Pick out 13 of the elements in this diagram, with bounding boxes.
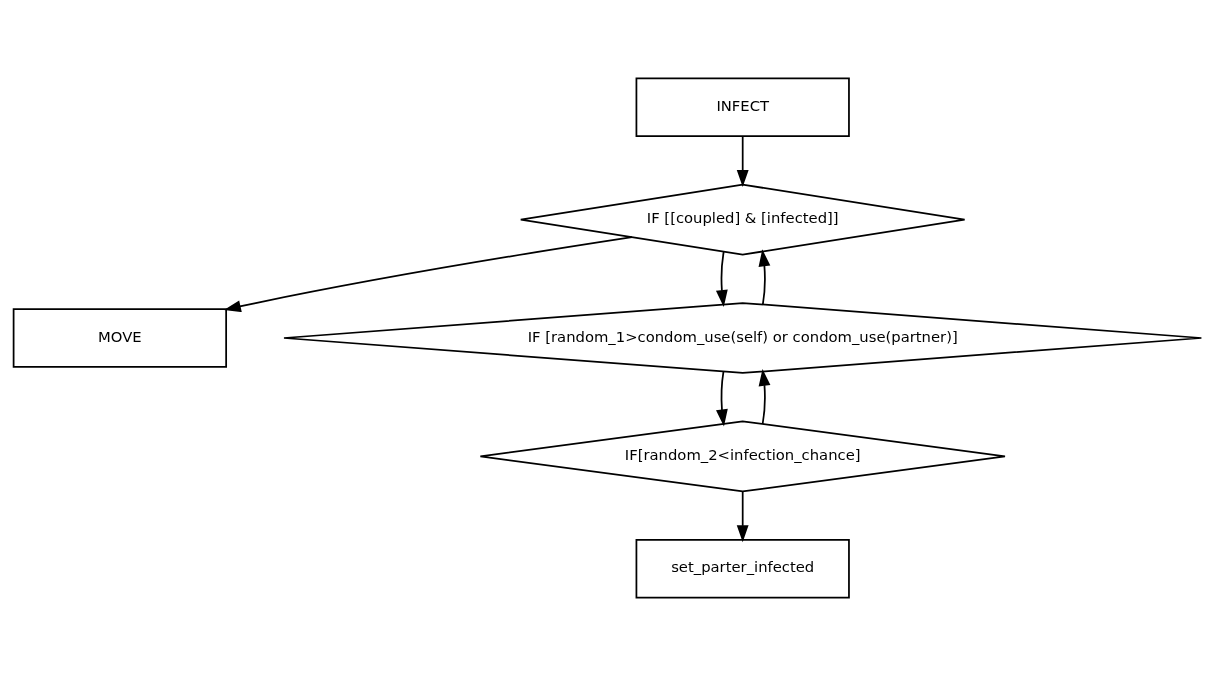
arrow — [715, 250, 728, 307]
node-diamond: IF [random_1>condom_use(self) or condom_use(partner)] — [283, 301, 1203, 374]
arrow — [758, 248, 771, 305]
node-box: INFECT — [635, 77, 850, 137]
node-diamond: IF [[coupled] & [infected]] — [519, 183, 966, 255]
arrow — [716, 370, 728, 426]
arrow — [223, 235, 633, 312]
arrow — [736, 134, 749, 187]
node-box: set_parter_infected — [635, 538, 850, 598]
node-box: MOVE — [12, 307, 227, 368]
arrow — [736, 490, 749, 542]
arrow — [758, 368, 771, 425]
node-diamond: IF[random_2<infection_chance] — [479, 420, 1006, 492]
